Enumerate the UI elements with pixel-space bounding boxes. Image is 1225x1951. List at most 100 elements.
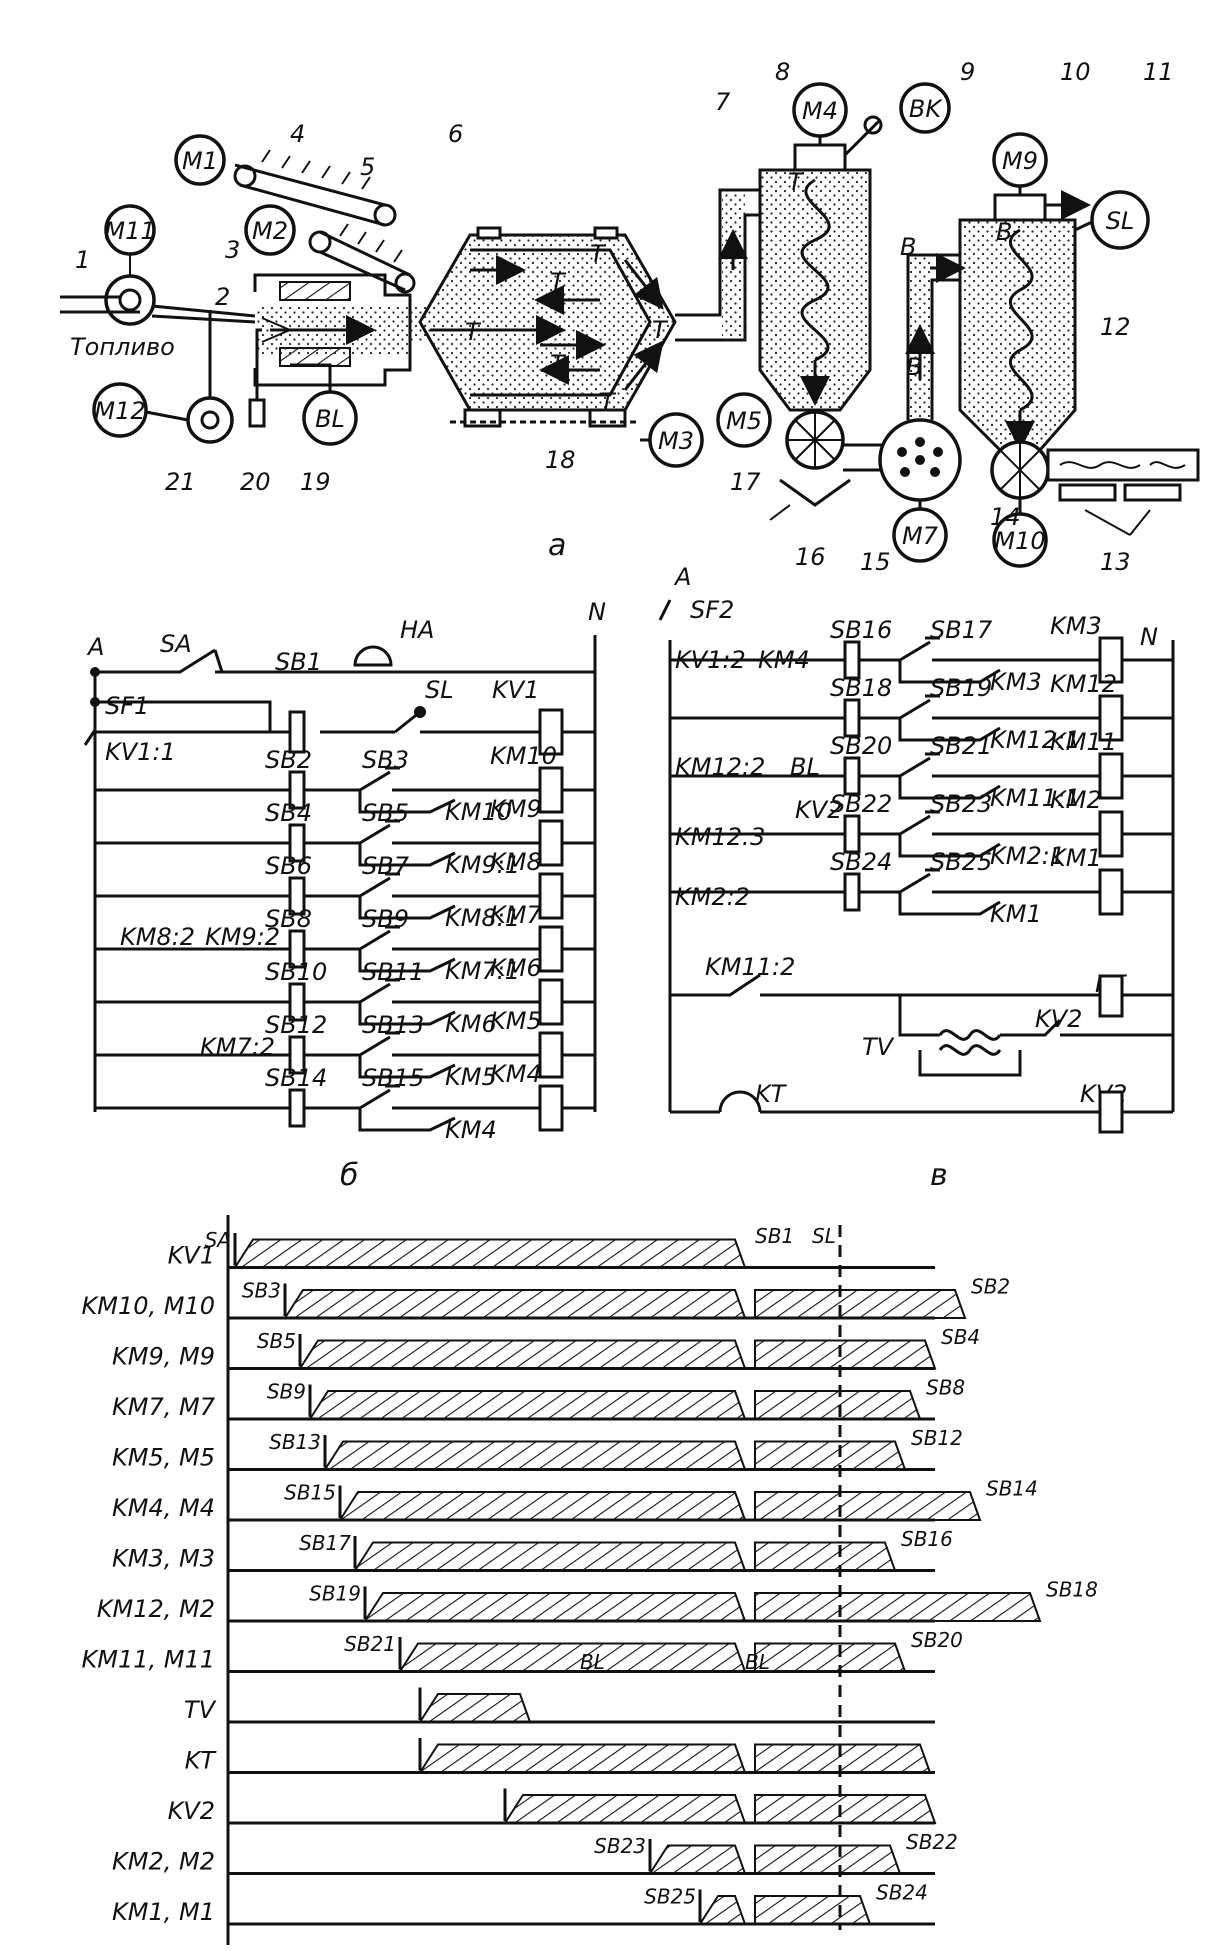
start-button-label: SB16 xyxy=(830,616,892,644)
signal-label: KM12, M2 xyxy=(97,1595,215,1623)
motor-m4-label: M4 xyxy=(802,97,838,125)
svg-text:T: T xyxy=(590,240,607,268)
svg-text:B: B xyxy=(900,233,916,261)
svg-text:4: 4 xyxy=(290,120,305,148)
on-event-label: SB17 xyxy=(299,1531,351,1555)
svg-text:18: 18 xyxy=(545,446,576,474)
coil-label: KM10 xyxy=(490,742,557,770)
hold-contact-label: KM1 xyxy=(990,900,1042,928)
stop-button-label: SB9 xyxy=(362,905,409,933)
svg-text:N: N xyxy=(588,598,606,626)
start-button-label: SB24 xyxy=(830,848,892,876)
svg-text:KV2: KV2 xyxy=(1035,1005,1082,1033)
on-event-label: SB19 xyxy=(309,1582,361,1606)
caption-b: б xyxy=(340,1158,359,1193)
sensor-sl-label: SL xyxy=(1106,207,1135,235)
svg-text:KM11:2: KM11:2 xyxy=(705,953,795,981)
on-event-label: SB5 xyxy=(257,1329,296,1353)
process-schematic: M11 M1 M2 M4 BK M9 SL M12 BL M3 xyxy=(60,58,1200,576)
svg-text:T: T xyxy=(465,318,482,346)
mark-label: SB1 xyxy=(755,1224,794,1248)
stop-button-label: SB19 xyxy=(930,674,992,702)
stop-button-label: SB17 xyxy=(930,616,993,644)
svg-text:T: T xyxy=(788,168,805,196)
svg-text:21: 21 xyxy=(165,468,196,496)
svg-text:BL: BL xyxy=(790,753,820,781)
timing-row: KM3, M3 SB17 xyxy=(112,1531,935,1573)
signal-label: KM9, M9 xyxy=(112,1343,215,1371)
motor-m2-label: M2 xyxy=(252,217,288,245)
svg-text:SA: SA xyxy=(160,630,192,658)
svg-text:9: 9 xyxy=(960,58,975,86)
svg-text:T: T xyxy=(652,316,669,344)
hold-contact-label: KM4 xyxy=(445,1116,497,1144)
signal-label: KV2 xyxy=(168,1797,215,1825)
svg-text:3: 3 xyxy=(225,236,240,264)
svg-text:T: T xyxy=(600,388,617,416)
svg-text:20: 20 xyxy=(240,468,271,496)
signal-label: KV1 xyxy=(168,1242,215,1270)
timing-row: KM12, M2 SB19 xyxy=(97,1582,1042,1623)
on-event-label: SB21 xyxy=(344,1632,396,1656)
off-event-label: SB20 xyxy=(911,1628,963,1652)
svg-text:N: N xyxy=(1140,623,1158,651)
svg-text:17: 17 xyxy=(730,468,761,496)
off-event-label: SB22 xyxy=(906,1830,958,1854)
svg-text:KV2: KV2 xyxy=(795,796,842,824)
timing-row: KM9, M9 SB5 xyxy=(112,1329,937,1371)
svg-text:SF1: SF1 xyxy=(105,692,149,720)
svg-text:16: 16 xyxy=(795,543,826,571)
timing-row: TV xyxy=(184,1687,935,1724)
svg-text:6: 6 xyxy=(448,120,463,148)
signal-label: KM4, M4 xyxy=(112,1494,215,1522)
coil-label: KM12 xyxy=(1050,670,1117,698)
svg-text:T: T xyxy=(550,268,567,296)
motor-m7-label: M7 xyxy=(902,522,939,550)
motor-m9-label: M9 xyxy=(1002,147,1038,175)
device-bk-label: BK xyxy=(909,95,943,123)
svg-text:KM8:2: KM8:2 xyxy=(120,923,195,951)
svg-text:SF2: SF2 xyxy=(690,596,734,624)
start-button-label: SB20 xyxy=(830,732,892,760)
on-event-label: SA xyxy=(205,1228,231,1252)
signal-label: KM3, M3 xyxy=(112,1545,215,1573)
coil-label: KM1 xyxy=(1050,844,1102,872)
hold-contact-label: KM10 xyxy=(445,798,512,826)
mark-label: BL xyxy=(580,1650,605,1674)
mark-label: SL xyxy=(812,1224,836,1248)
hold-contact-label: KM12:1 xyxy=(990,726,1080,754)
sensor-bl-label: BL xyxy=(315,405,345,433)
stop-button-label: SB7 xyxy=(362,852,410,880)
fuel-pump-1 xyxy=(104,274,156,326)
hold-contact-label: KM2:1 xyxy=(990,842,1065,870)
svg-text:A: A xyxy=(673,563,691,591)
signal-label: KT xyxy=(185,1747,218,1775)
caption-a: а xyxy=(548,528,566,563)
stop-button-label: SB3 xyxy=(362,746,409,774)
svg-text:KV1: KV1 xyxy=(492,676,539,704)
start-button-label: SB12 xyxy=(265,1011,327,1039)
start-button-label: SB14 xyxy=(265,1064,327,1092)
off-event-label: SB14 xyxy=(986,1477,1038,1501)
flow-labels: T T T T T T T B B B xyxy=(465,168,1012,416)
on-event-label: SB23 xyxy=(594,1834,646,1858)
svg-text:10: 10 xyxy=(1060,58,1091,86)
coil-label: KM4 xyxy=(490,1060,542,1088)
